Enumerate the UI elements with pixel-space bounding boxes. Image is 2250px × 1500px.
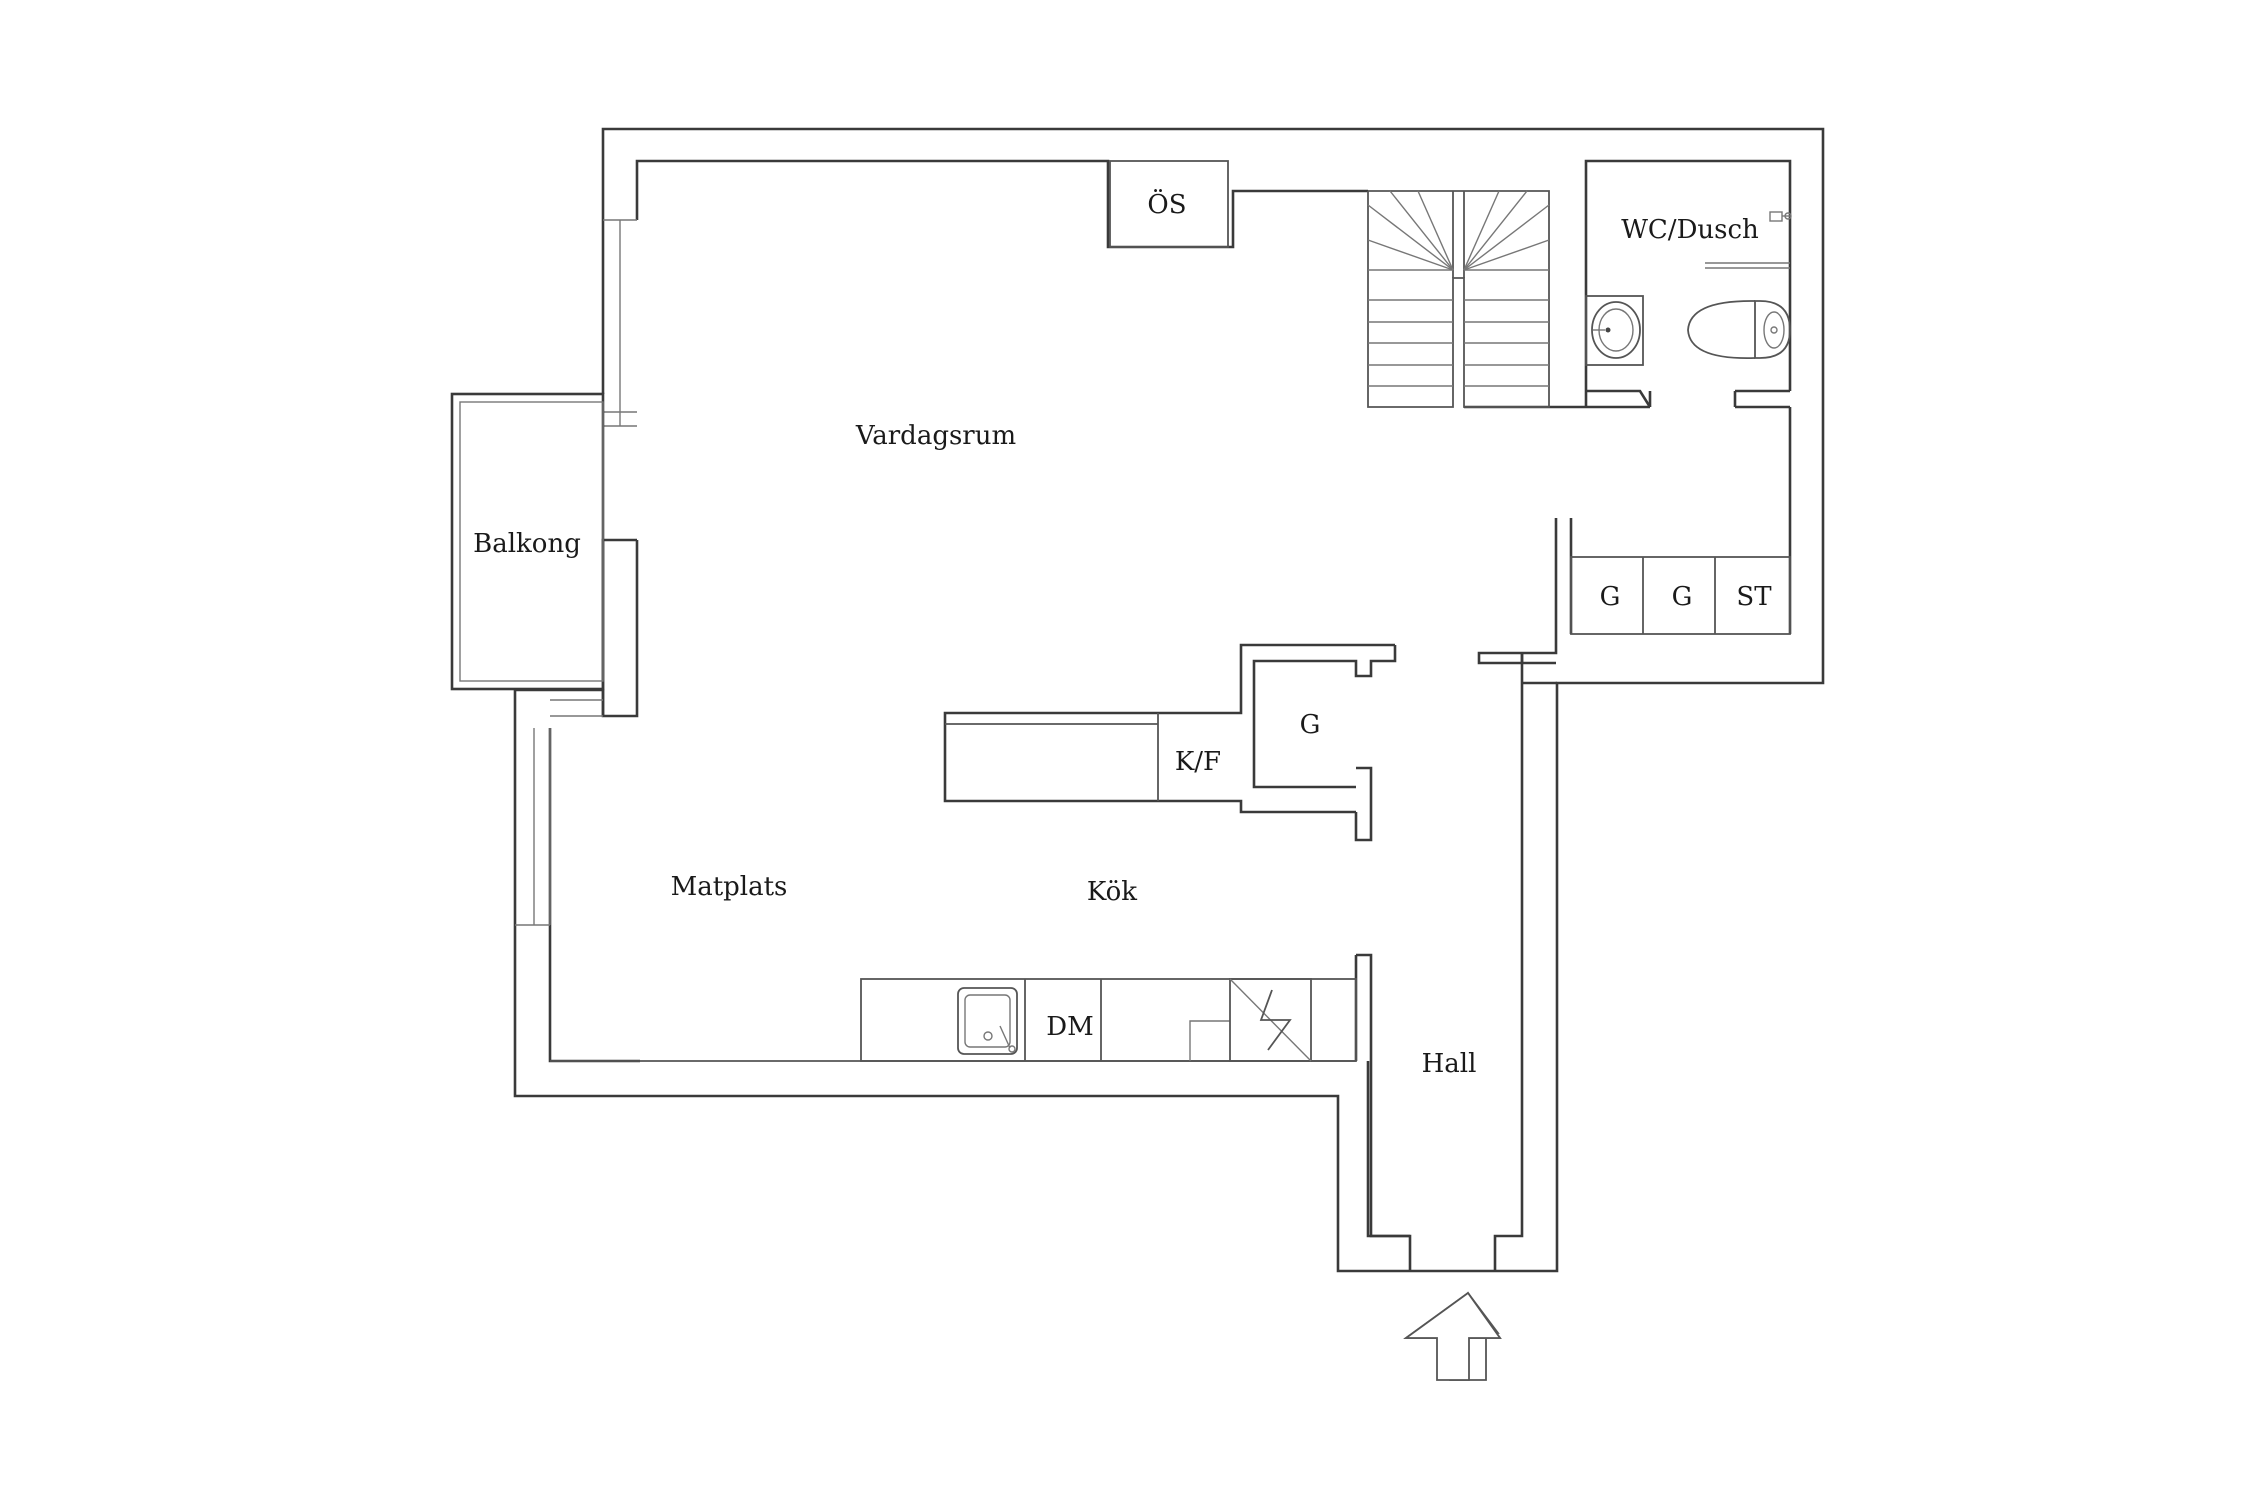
- label-hall: Hall: [1422, 1049, 1477, 1079]
- kitchen-counter: [550, 978, 1357, 1062]
- kitchen-sink-icon: [957, 987, 1018, 1055]
- outer-walls: [513, 127, 1825, 1273]
- label-g1: G: [1600, 582, 1621, 612]
- label-vardagsrum: Vardagsrum: [855, 421, 1016, 451]
- balcony: [450, 392, 605, 691]
- label-g2: G: [1672, 582, 1693, 612]
- entrance-arrow-icon: [1403, 1291, 1502, 1381]
- label-wc-dusch: WC/Dusch: [1621, 215, 1759, 245]
- stove-icon: [1229, 978, 1312, 1062]
- label-kf: K/F: [1175, 747, 1221, 777]
- interior-walls: [515, 159, 1792, 1238]
- label-balkong: Balkong: [473, 529, 581, 559]
- label-os: ÖS: [1147, 188, 1186, 220]
- window: [515, 699, 603, 926]
- label-dm: DM: [1046, 1012, 1093, 1042]
- label-matplats: Matplats: [671, 872, 788, 902]
- label-st: ST: [1736, 582, 1772, 612]
- window: [603, 219, 637, 427]
- shower-head-icon: [1769, 211, 1792, 222]
- label-kok: Kök: [1087, 877, 1137, 907]
- os-cabinet: [1109, 160, 1229, 248]
- toilet-icon: [1687, 300, 1791, 359]
- washbasin-icon: [1585, 295, 1644, 366]
- room-labels: ÖS WC/Dusch Vardagsrum Balkong G G ST G …: [473, 188, 1772, 1079]
- label-g3: G: [1300, 710, 1321, 740]
- staircase-icon: [1367, 190, 1550, 408]
